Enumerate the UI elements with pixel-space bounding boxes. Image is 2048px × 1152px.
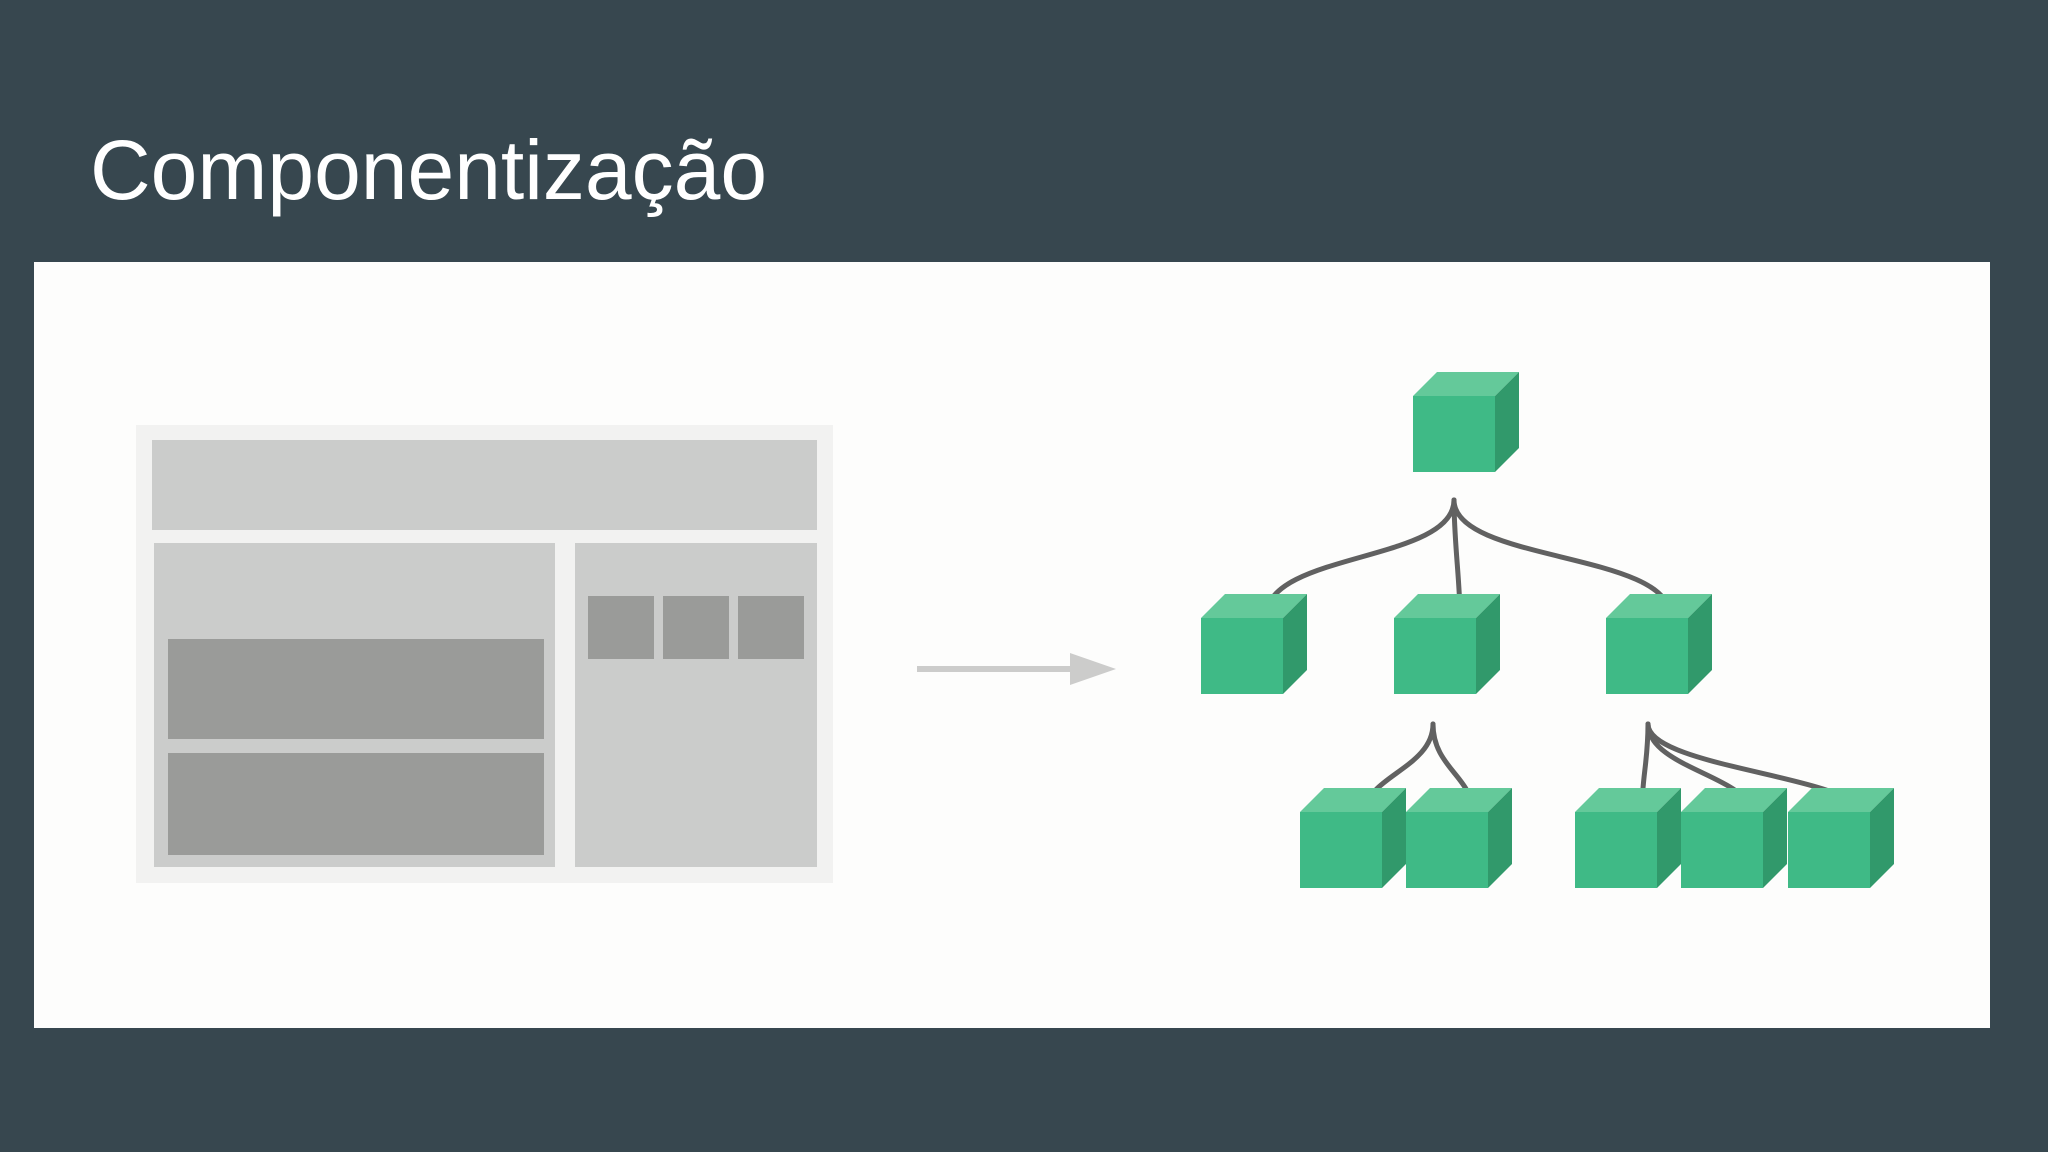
wireframe-header [152,440,817,530]
arrow-right-icon [917,653,1116,685]
component-tree [1201,372,1894,888]
diagram-panel [34,262,1990,1028]
componentization-diagram [136,372,1894,888]
component-cube [1606,594,1712,694]
wireframe-sidebar-tile [588,596,654,659]
component-cube [1406,788,1512,888]
wireframe-sidebar-tile [663,596,729,659]
wireframe-sidebar-tile [738,596,804,659]
component-cube [1201,594,1307,694]
component-cube [1394,594,1500,694]
component-cube [1575,788,1681,888]
component-cube [1788,788,1894,888]
component-cube [1300,788,1406,888]
component-cube [1681,788,1787,888]
tree-connectors [1263,497,1858,813]
slide-title: Componentização [90,123,768,217]
component-cube [1413,372,1519,472]
page-wireframe [136,425,833,883]
wireframe-content-block [168,753,544,855]
wireframe-content-block [168,639,544,739]
wireframe-sidebar [575,543,817,867]
